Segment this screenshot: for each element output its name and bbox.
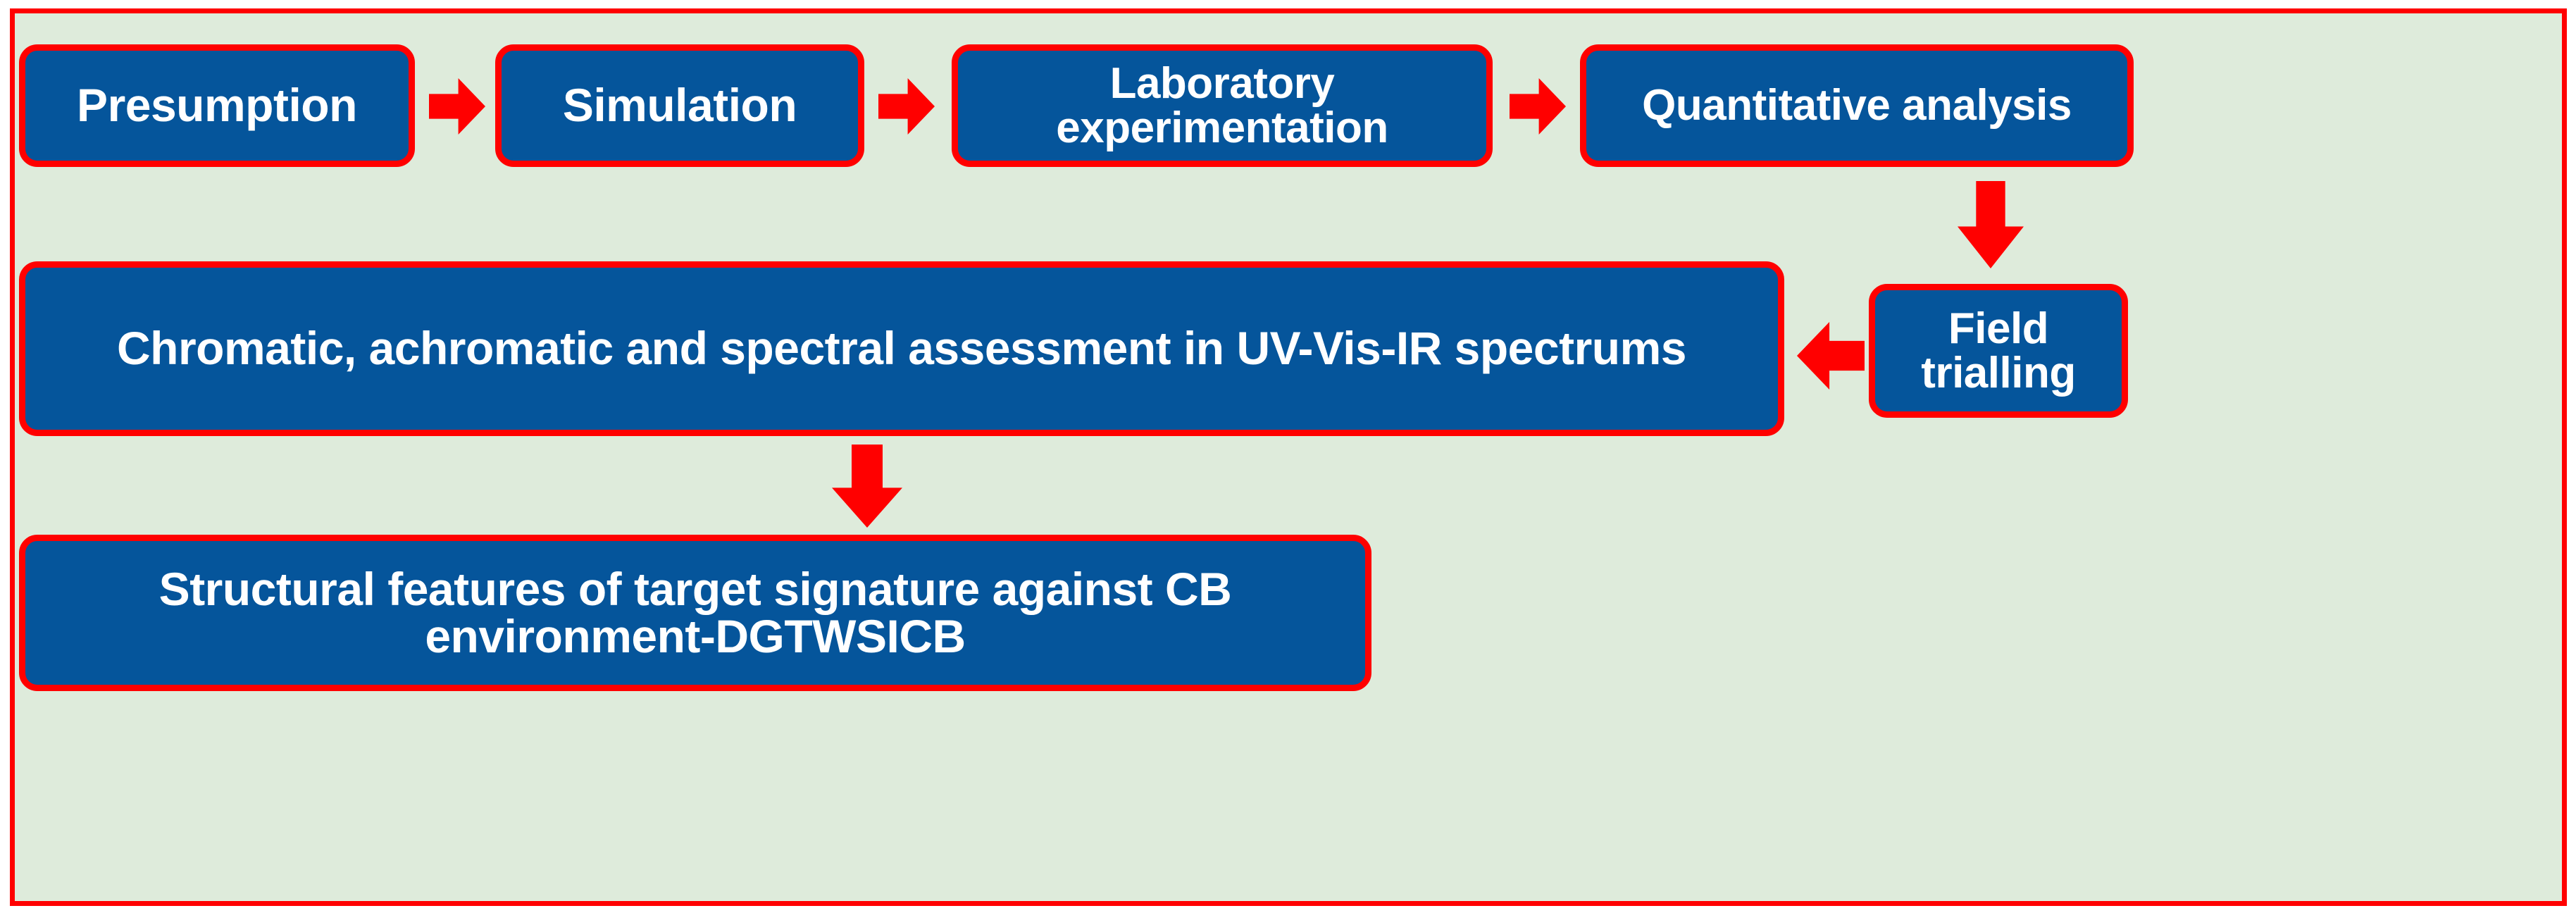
node-structural-features[interactable]: Structural features of target signature … [19, 535, 1371, 691]
arrow-right-icon-presumption-simulation [429, 78, 485, 135]
arrow-right-icon-laboratory-quantitative [1510, 78, 1566, 135]
node-presumption[interactable]: Presumption [19, 44, 415, 167]
arrow-left-icon-field-chromatic [1797, 322, 1865, 390]
arrow-down-icon-chromatic-structural [832, 445, 902, 528]
node-quantitative-analysis[interactable]: Quantitative analysis [1580, 44, 2134, 167]
node-laboratory-experimentation[interactable]: Laboratory experimentation [952, 44, 1493, 167]
node-quantitative-analysis-label: Quantitative analysis [1642, 81, 2072, 130]
node-structural-features-label: Structural features of target signature … [158, 562, 1232, 662]
node-chromatic-assessment-label: Chromatic, achromatic and spectral asses… [117, 322, 1686, 375]
node-simulation-label: Simulation [562, 79, 797, 132]
node-field-trialling-label: Field trialling [1921, 304, 2076, 397]
arrow-right-icon-simulation-laboratory [878, 78, 935, 135]
node-presumption-label: Presumption [77, 79, 357, 132]
node-chromatic-assessment[interactable]: Chromatic, achromatic and spectral asses… [19, 261, 1784, 436]
node-laboratory-experimentation-label: Laboratory experimentation [1056, 58, 1388, 152]
arrow-down-icon-quantitative-field [1958, 181, 2024, 268]
node-field-trialling[interactable]: Field trialling [1869, 284, 2128, 418]
node-simulation[interactable]: Simulation [495, 44, 864, 167]
diagram-panel: Presumption Simulation Laboratory experi… [10, 8, 2567, 906]
